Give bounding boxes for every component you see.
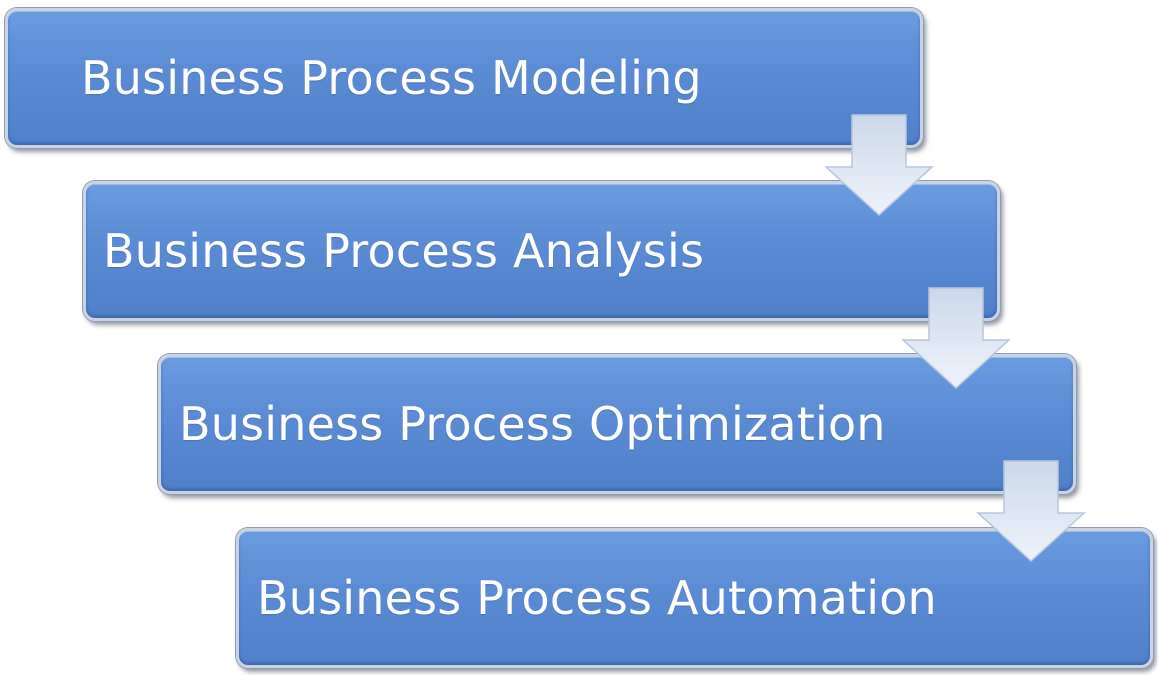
down-arrow-icon [976, 460, 1086, 563]
step-analysis: Business Process Analysis [83, 181, 1000, 321]
down-arrow-shape [901, 287, 1011, 390]
down-arrow-shape [976, 460, 1086, 563]
step-label: Business Process Automation [257, 571, 937, 625]
step-optimization: Business Process Optimization [158, 354, 1076, 494]
down-arrow-icon [824, 114, 934, 217]
step-label: Business Process Optimization [179, 397, 886, 451]
step-label: Business Process Modeling [81, 51, 702, 105]
step-automation: Business Process Automation [236, 528, 1153, 668]
step-modeling: Business Process Modeling [5, 8, 923, 148]
down-arrow-shape [824, 114, 934, 217]
step-label: Business Process Analysis [103, 224, 705, 278]
down-arrow-icon [901, 287, 1011, 390]
